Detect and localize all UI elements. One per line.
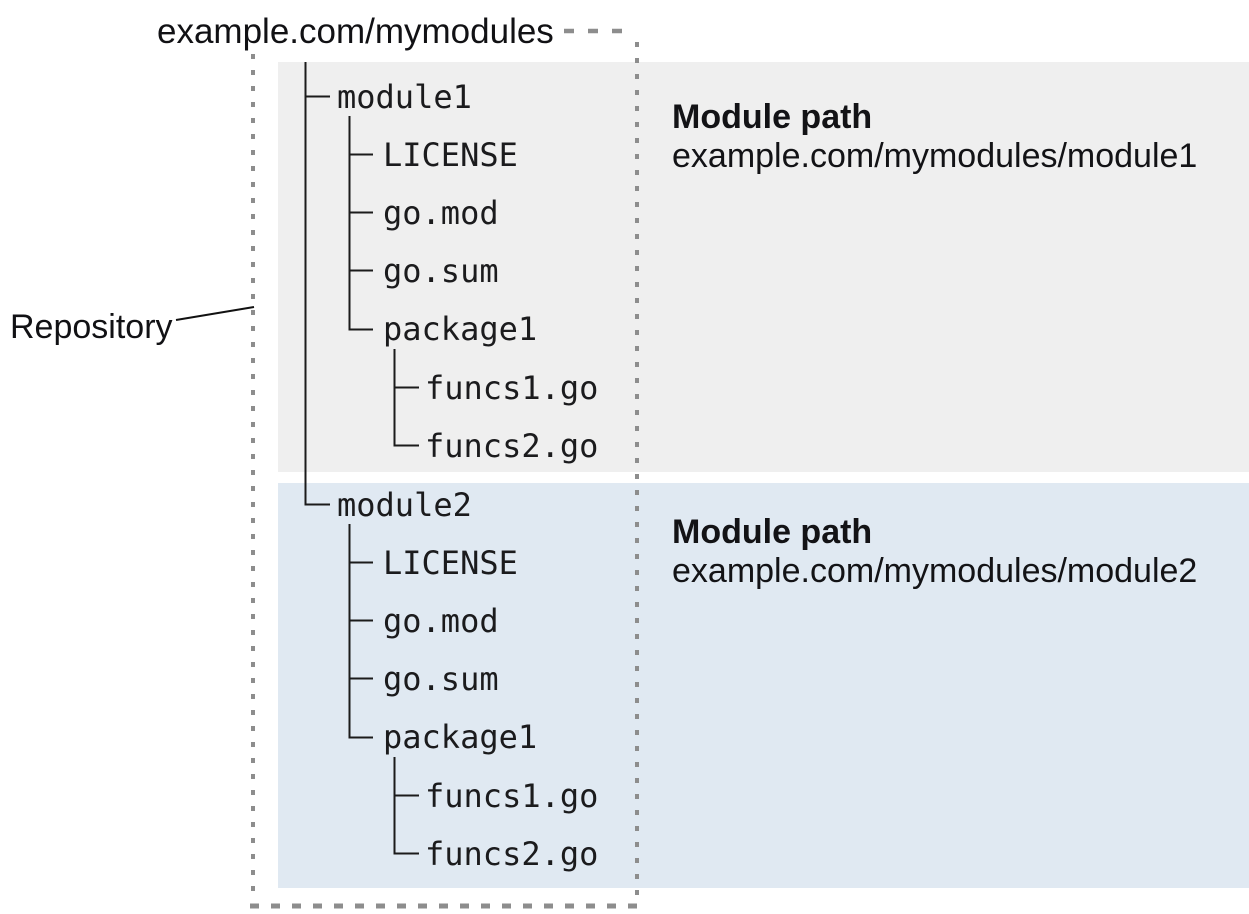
tree-item-gomod: go.mod: [383, 194, 499, 232]
tree-item-gosum: go.sum: [383, 660, 499, 698]
tree-item-funcs1: funcs1.go: [425, 369, 599, 407]
tree-item-license: LICENSE: [383, 544, 518, 582]
repository-callout-line: [175, 306, 255, 321]
tree-item-module1: module1: [337, 78, 472, 116]
repository-label: Repository: [10, 308, 173, 346]
tree-item-funcs1: funcs1.go: [425, 777, 599, 815]
module-path-value: example.com/mymodules/module1: [672, 137, 1198, 175]
tree-item-gomod: go.mod: [383, 602, 499, 640]
module2-path-annotation: Module path example.com/mymodules/module…: [672, 513, 1197, 591]
module-path-heading: Module path: [672, 98, 873, 136]
repository-host-path-title: example.com/mymodules: [157, 12, 554, 51]
module1-highlight-region: [278, 62, 1249, 472]
tree-item-funcs2: funcs2.go: [425, 835, 599, 873]
tree-item-license: LICENSE: [383, 136, 518, 174]
tree-item-module2: module2: [337, 486, 472, 524]
module-path-value: example.com/mymodules/module2: [672, 552, 1198, 590]
module-path-heading: Module path: [672, 513, 873, 551]
module2-highlight-region: [278, 483, 1249, 888]
tree-item-package1: package1: [383, 718, 538, 756]
tree-item-funcs2: funcs2.go: [425, 427, 599, 465]
tree-item-gosum: go.sum: [383, 252, 499, 290]
tree-item-package1: package1: [383, 310, 538, 348]
module1-path-annotation: Module path example.com/mymodules/module…: [672, 98, 1197, 176]
